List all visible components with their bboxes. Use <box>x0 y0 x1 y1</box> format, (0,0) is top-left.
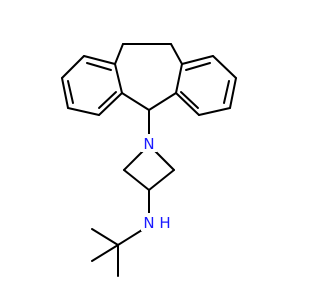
bond <box>198 107 231 116</box>
bond <box>181 55 214 65</box>
bond <box>175 92 200 116</box>
bond <box>98 91 117 109</box>
bond <box>114 63 123 94</box>
bond <box>67 80 74 104</box>
bond <box>123 149 145 171</box>
atoms: N N H <box>141 134 171 232</box>
bond <box>114 43 124 65</box>
bond <box>223 80 230 104</box>
bond <box>117 229 143 246</box>
bond <box>180 91 199 109</box>
bond <box>229 77 237 109</box>
bond <box>170 43 183 65</box>
bond <box>61 77 69 109</box>
bond <box>91 228 119 246</box>
atom-label-background <box>141 213 157 231</box>
bond <box>123 169 150 191</box>
bond <box>185 62 211 71</box>
bonds <box>61 43 237 277</box>
bond <box>121 92 150 111</box>
bond <box>148 169 175 191</box>
bond <box>148 92 177 111</box>
bond <box>98 92 123 116</box>
bond <box>61 55 85 79</box>
atom-label-h-amine: H <box>159 214 170 232</box>
bond <box>212 55 237 79</box>
atom-label-n-ring: N <box>143 135 154 153</box>
molecule-structure: N N H <box>61 43 237 277</box>
bond <box>67 107 100 116</box>
bond <box>86 62 112 71</box>
atom-label-background <box>141 134 157 152</box>
bond <box>153 149 175 171</box>
bond <box>83 55 116 65</box>
bond <box>91 244 119 262</box>
bond <box>175 63 183 94</box>
atom-label-n-amine: N <box>143 214 154 232</box>
